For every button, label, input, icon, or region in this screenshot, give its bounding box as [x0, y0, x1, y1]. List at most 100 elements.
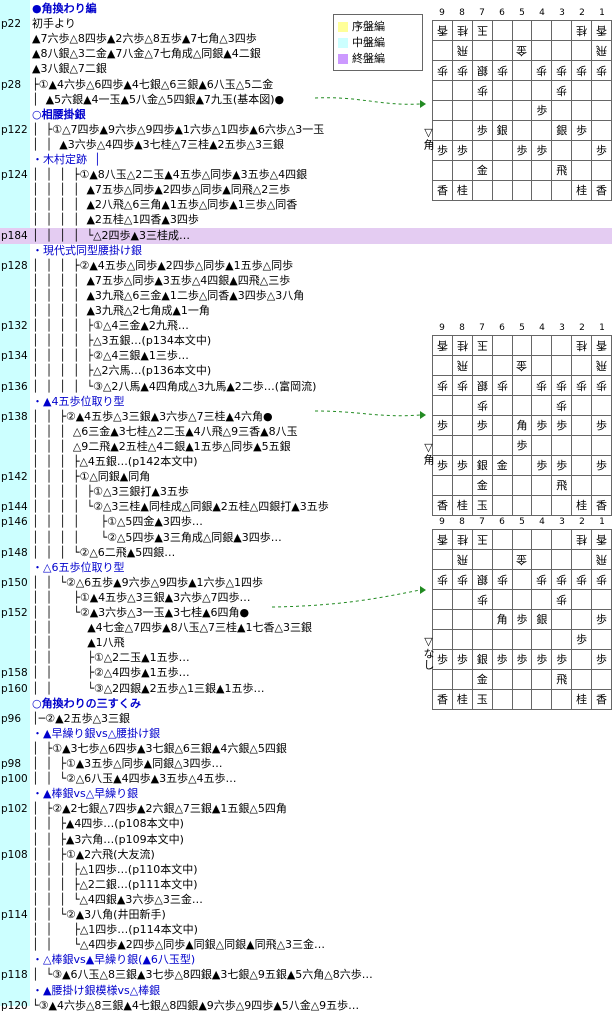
board-square: 歩: [432, 569, 453, 590]
page-ref: p124: [1, 169, 28, 182]
shogi-piece: 歩: [436, 379, 448, 392]
move-text: │─②▲2五歩△3三銀: [32, 711, 131, 725]
board-square: [531, 20, 553, 41]
move-text: │ │ ├②▲4五歩△3三銀▲3六歩△7三桂▲4六角●: [32, 409, 273, 423]
shogi-piece: 銀: [496, 124, 508, 137]
move-text: │ │ ▲1八飛: [32, 636, 125, 650]
move-text: ・△棒銀vs▲早繰り銀(▲6八玉型): [32, 953, 196, 967]
board-square: [531, 160, 553, 181]
board-square: 歩: [591, 375, 612, 396]
board-square: 歩: [451, 375, 473, 396]
shogi-piece: 歩: [576, 64, 588, 77]
shogi-piece: 金: [516, 44, 528, 57]
move-text: │ ├①▲3七歩△6四歩▲3七銀△6三銀▲4六銀△5四銀: [32, 741, 287, 755]
shogi-piece: 歩: [596, 64, 607, 77]
page-ref: p160: [1, 682, 28, 695]
board-square: [571, 40, 592, 61]
shogi-piece: 香: [596, 499, 607, 512]
column-label: 5: [519, 8, 525, 18]
board-square: [491, 689, 513, 710]
board-square: [471, 180, 493, 201]
move-text: │ │ ├①▲2六飛(大友流): [32, 847, 155, 861]
shogi-piece: 玉: [476, 693, 488, 706]
board-square: 飛: [591, 355, 612, 376]
page-ref: p184: [1, 229, 28, 242]
move-text: │ │ └②▲3六歩△3一玉▲3七桂▲6四角●: [32, 606, 250, 619]
shogi-piece: 歩: [496, 573, 508, 586]
page-ref: p108: [1, 848, 28, 861]
board-square: 歩: [551, 455, 573, 476]
board-square: 飛: [451, 40, 473, 61]
move-text: │ │ │ ├①▲8八玉△2二玉▲4五歩△同歩▲3五歩△4四銀: [32, 168, 308, 182]
board-square: [571, 589, 592, 610]
board-square: 香: [591, 689, 612, 710]
page-ref: p114: [1, 909, 28, 921]
move-text: ・木村定跡 │: [32, 153, 101, 166]
board-square: 桂: [571, 20, 592, 41]
shogi-piece: 歩: [536, 144, 548, 157]
move-text: ▲3八銀△7二銀: [32, 62, 107, 76]
shogi-piece: 歩: [556, 653, 568, 666]
board-square: [551, 689, 573, 710]
shogi-piece: 飛: [596, 359, 607, 372]
shogi-piece: 玉: [476, 339, 488, 352]
column-label: 2: [579, 517, 585, 527]
shogi-piece: 香: [436, 499, 448, 512]
board-square: [432, 355, 453, 376]
move-text: 初手より: [32, 17, 76, 31]
board-square: 桂: [451, 20, 473, 41]
move-text: ・▲棒銀vs△早繰り銀: [32, 787, 139, 801]
board-square: [551, 629, 573, 650]
shogi-piece: 歩: [576, 379, 588, 392]
board-square: 歩: [551, 415, 573, 436]
shogi-piece: 歩: [436, 653, 448, 666]
board-square: [571, 455, 592, 476]
board-square: [571, 549, 592, 570]
move-text: │ │ │ │ ▲3九飛△2七角成▲1一角: [32, 304, 210, 317]
board-square: [451, 589, 473, 610]
board-square: 歩: [571, 60, 592, 81]
board-square: [451, 395, 473, 416]
board-square: [531, 529, 553, 550]
board-square: [432, 40, 453, 61]
board-square: [531, 335, 553, 356]
board-square: 歩: [551, 395, 573, 416]
shogi-piece: 歩: [496, 653, 508, 666]
column-label: 4: [539, 517, 545, 527]
page-ref: p128: [1, 259, 28, 272]
board-square: 桂: [571, 180, 592, 201]
shogi-piece: 歩: [556, 399, 568, 412]
board-square: [491, 529, 513, 550]
board-square: [451, 609, 473, 630]
board-square: [551, 40, 573, 61]
board-square: [571, 609, 592, 630]
board-square: [551, 140, 573, 161]
board-square: 歩: [551, 375, 573, 396]
board-square: 歩: [432, 375, 453, 396]
shogi-piece: 歩: [476, 399, 488, 412]
board-square: [491, 549, 513, 570]
shogi-piece: 歩: [556, 573, 568, 586]
move-text: │ │ ├△1四歩…(p114本文中): [32, 923, 198, 937]
shogi-piece: 歩: [436, 419, 448, 432]
board-square: [511, 495, 533, 516]
board-square: 金: [511, 549, 533, 570]
board-square: [511, 395, 533, 416]
shogi-piece: 銀: [556, 124, 568, 137]
board-square: 玉: [471, 529, 493, 550]
board-square: 桂: [571, 529, 592, 550]
shogi-piece: 歩: [556, 84, 568, 97]
board-square: 歩: [571, 569, 592, 590]
board-square: [511, 120, 533, 141]
shogi-piece: 歩: [516, 613, 528, 626]
move-text: │ │ ▲3六歩△4四歩▲3七桂△7三桂▲2五歩△3三銀: [32, 137, 284, 151]
page-ref: p134: [1, 350, 28, 363]
board-square: 歩: [531, 100, 553, 121]
shogi-piece: 歩: [456, 653, 468, 666]
board-square: [511, 569, 533, 590]
board-square: [451, 100, 473, 121]
board-square: [511, 475, 533, 496]
board-square: 金: [471, 669, 493, 690]
shogi-piece: 金: [476, 479, 488, 492]
